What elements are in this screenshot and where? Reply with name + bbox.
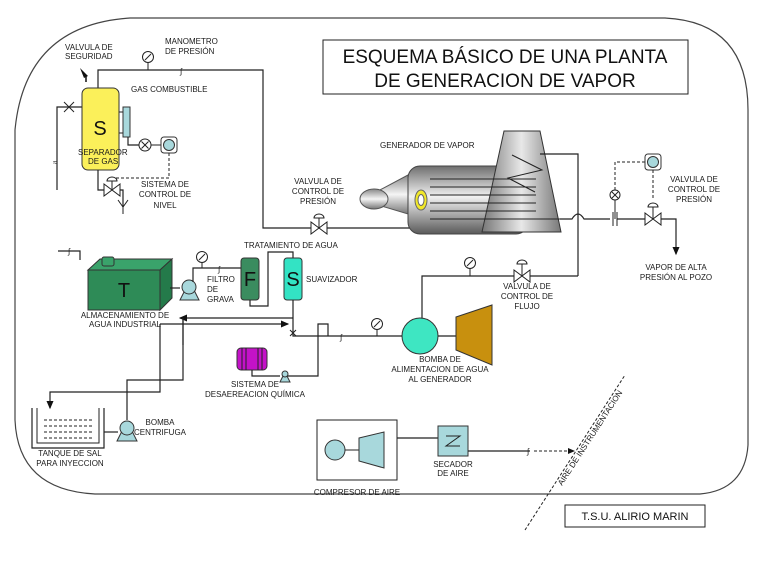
label-dryer-1: SECADOR	[433, 460, 473, 469]
label-compressor: COMPRESOR DE AIRE	[314, 488, 400, 497]
label-instrument-air: AIRE DE INSTRUMENTACION	[556, 389, 624, 488]
label-safety-2: SEGURIDAD	[65, 52, 113, 61]
label-fcv-3: FLUJO	[514, 302, 539, 311]
salt-injection-tank	[31, 408, 105, 449]
flow-control-valve-icon	[513, 259, 531, 283]
label-feed-pump-1: BOMBA DE	[419, 355, 461, 364]
author-box: T.S.U. ALIRIO MARIN	[564, 504, 706, 528]
label-hp-steam-2: PRESIÓN AL POZO	[640, 273, 712, 282]
label-storage-1: ALMACENAMIENTO DE	[81, 311, 169, 320]
label-gauge-1: MANOMETRO	[165, 37, 218, 46]
gas-separator: S SEPARADOR DE GAS	[78, 87, 128, 171]
label-feed-pump-2: ALIMENTACION DE AGUA	[391, 365, 489, 374]
label-level-1: SISTEMA DE	[141, 180, 189, 189]
softener: S	[283, 257, 303, 301]
frame-border	[14, 17, 749, 495]
label-separator-2: DE GAS	[88, 157, 118, 166]
steam-generator	[359, 130, 562, 235]
flange-mark-5: ∫	[339, 333, 343, 342]
water-storage-tank: T	[86, 256, 174, 312]
pressure-control-valve-left-icon	[310, 213, 328, 235]
label-salt-tank-1: TANQUE DE SAL	[38, 449, 102, 458]
label-softener: SUAVIZADOR	[306, 275, 358, 284]
label-deaeration-2: DESAEREACION QUÍMICA	[205, 390, 306, 399]
label-dryer-2: DE AIRE	[437, 469, 469, 478]
gauge-feedwater-icon	[464, 257, 476, 276]
feed-pump-driver	[455, 304, 493, 366]
gauge-treatment-icon	[196, 251, 208, 268]
instrument-air-boundary	[524, 374, 626, 531]
filter-letter: F	[244, 269, 256, 291]
label-pcv-right-1: VALVULA DE	[670, 175, 718, 184]
tank-letter: T	[118, 280, 130, 302]
label-fcv-1: VALVULA DE	[503, 282, 551, 291]
label-level-2: CONTROL DE	[139, 190, 191, 199]
label-pcv-left-3: PRESIÓN	[300, 197, 336, 206]
flange-mark-4: ∫	[217, 265, 221, 274]
label-pcv-left-1: VALVULA DE	[294, 177, 342, 186]
title-box: ESQUEMA BÁSICO DE UNA PLANTA DE GENERACI…	[322, 39, 689, 95]
label-cpump-2: CENTRIFUGA	[134, 428, 187, 437]
manual-valve-icon	[63, 101, 75, 113]
label-filter-3: GRAVA	[207, 295, 234, 304]
pressure-control-valve-right-icon	[644, 202, 662, 226]
flange-mark-3: ∫	[67, 247, 71, 256]
flow-element-icon	[609, 189, 621, 219]
softener-letter: S	[286, 269, 299, 291]
label-gauge-2: DE PRESIÓN	[165, 47, 215, 56]
title-line-2: DE GENERACION DE VAPOR	[374, 71, 635, 92]
flange-mark-6: ∫	[526, 447, 530, 456]
label-hp-steam-1: VAPOR DE ALTA	[645, 263, 707, 272]
label-filter-2: DE	[207, 285, 218, 294]
author-name: T.S.U. ALIRIO MARIN	[582, 511, 689, 523]
label-fuel-gas: GAS COMBUSTIBLE	[131, 85, 207, 94]
air-compressor	[316, 419, 398, 481]
separator-letter: S	[93, 118, 106, 140]
flange-mark: ∫	[179, 67, 183, 76]
level-transmitter-icon	[138, 138, 152, 152]
deaeration-system	[236, 347, 268, 371]
label-salt-tank-2: PARA INYECCION	[36, 459, 104, 468]
gravel-filter: F	[240, 257, 260, 301]
transfer-pump-icon	[179, 279, 200, 301]
centrifugal-pump-icon	[116, 420, 138, 442]
label-pcv-left-2: CONTROL DE	[292, 187, 344, 196]
flange-mark-2: ≈	[53, 158, 58, 167]
label-cpump-1: BOMBA	[146, 418, 176, 427]
level-gauge	[122, 106, 131, 138]
label-water-treatment: TRATAMIENTO DE AGUA	[244, 241, 338, 250]
label-pcv-right-3: PRESIÓN	[676, 195, 712, 204]
label-level-3: NIVEL	[153, 201, 177, 210]
label-deaeration-1: SISTEMA DE	[231, 380, 279, 389]
label-separator-1: SEPARADOR	[78, 148, 128, 157]
dosing-pump-icon	[279, 370, 291, 383]
gauge-suction-icon	[371, 318, 383, 336]
feed-pump	[401, 317, 439, 355]
air-dryer	[437, 425, 469, 457]
label-feed-pump-3: AL GENERADOR	[408, 375, 471, 384]
pressure-gauge-icon	[142, 51, 154, 70]
label-pcv-right-2: CONTROL DE	[668, 185, 720, 194]
safety-valve-icon	[80, 68, 88, 82]
label-storage-2: AGUA INDUSTRIAL	[89, 320, 162, 329]
label-steam-generator: GENERADOR DE VAPOR	[380, 141, 475, 150]
label-fcv-2: CONTROL DE	[501, 292, 553, 301]
label-filter-1: FILTRO	[207, 275, 235, 284]
pressure-controller-icon	[644, 153, 662, 171]
level-control-valve-icon	[103, 176, 121, 197]
level-controller-icon	[160, 136, 178, 154]
label-safety-1: VALVULA DE	[65, 43, 113, 52]
title-line-1: ESQUEMA BÁSICO DE UNA PLANTA	[343, 47, 668, 68]
